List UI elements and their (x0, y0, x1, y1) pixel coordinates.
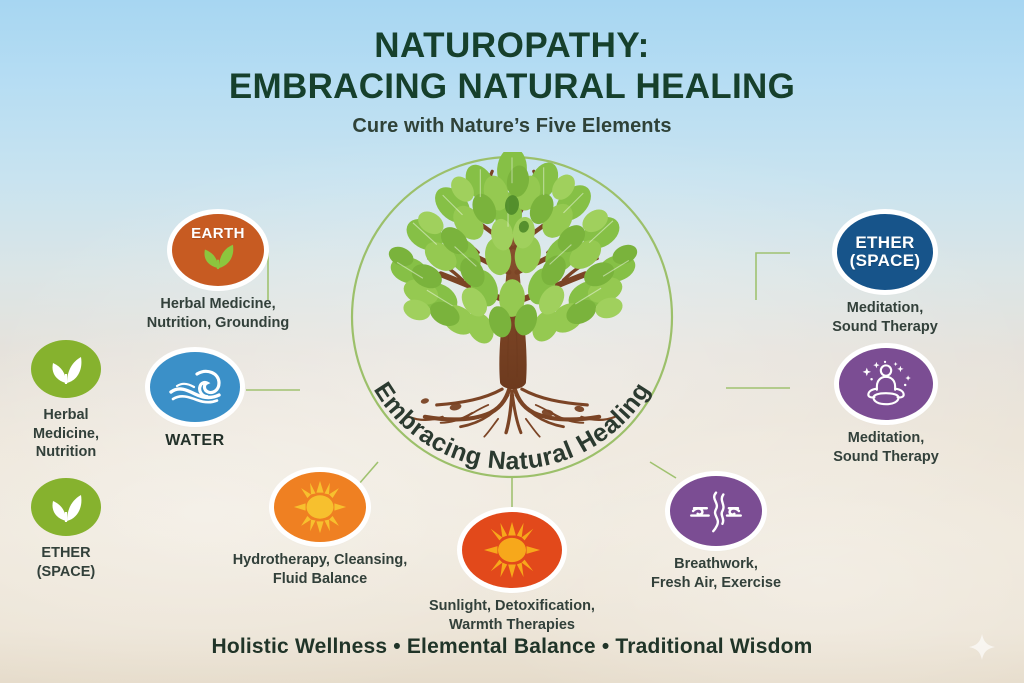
meditating-figure-icon (862, 360, 911, 406)
hydrotherapy-badge[interactable] (274, 472, 366, 542)
side-badge-ether[interactable]: ETHER (SPACE) (18, 478, 114, 581)
ether-badge-label: ETHER (SPACE) (36, 545, 96, 580)
herbal-badge-label: Herbal Medicine, Nutrition (32, 407, 100, 461)
ether-space-badge-label: ETHER (SPACE) (849, 232, 921, 270)
node-ether-space[interactable]: ETHER (SPACE) Meditation, Sound Therapy (770, 214, 1000, 336)
center-tree-stage: Embracing Natural Healing (292, 152, 732, 482)
arc-text-label: Embracing Natural Healing (368, 377, 655, 475)
arc-text: Embracing Natural Healing (368, 377, 656, 475)
side-badge-herbal[interactable]: Herbal Medicine, Nutrition (18, 340, 114, 462)
svg-text:Embracing Natural Healing: Embracing Natural Healing (368, 377, 656, 475)
herbal-badge-circle[interactable] (31, 340, 101, 398)
page-subtitle: Cure with Nature’s Five Elements (352, 115, 672, 138)
page-title-line-2: EMBRACING NATURAL HEALING (228, 67, 796, 107)
footer-tagline: Holistic Wellness • Elemental Balance • … (211, 635, 813, 658)
sunlight-badge[interactable] (462, 512, 562, 588)
meditation-badge[interactable] (839, 348, 933, 420)
two-leaves-icon (204, 245, 234, 270)
breathwork-caption: Breathwork, Fresh Air, Exercise (650, 556, 782, 591)
ether-space-badge[interactable]: ETHER (SPACE) (837, 214, 933, 290)
breathwork-badge[interactable] (670, 476, 762, 546)
meditation-caption: Meditation, Sound Therapy (833, 430, 939, 465)
leaf-canopy (388, 152, 638, 344)
water-label: WATER (165, 432, 225, 449)
water-badge[interactable] (150, 352, 240, 422)
node-meditation[interactable]: Meditation, Sound Therapy (780, 348, 992, 466)
ether-space-caption: Meditation, Sound Therapy (832, 300, 938, 335)
sun-icon (483, 521, 541, 579)
earth-badge[interactable]: EARTH (172, 214, 264, 286)
node-water[interactable]: WATER (140, 352, 250, 451)
two-leaves-icon (52, 357, 82, 384)
hydrotherapy-caption: Hydrotherapy, Cleansing, Fluid Balance (232, 552, 408, 587)
sun-icon (293, 480, 347, 534)
wave-icon (169, 369, 221, 404)
earth-caption: Herbal Medicine, Nutrition, Grounding (146, 296, 290, 331)
air-swirl-icon (690, 491, 742, 533)
two-leaves-icon (52, 495, 82, 522)
sunlight-caption: Sunlight, Detoxification, Warmth Therapi… (429, 598, 595, 633)
header: NATUROPATHY: EMBRACING NATURAL HEALING C… (0, 26, 1024, 138)
node-breathwork[interactable]: Breathwork, Fresh Air, Exercise (612, 476, 820, 592)
sparkle-icon (969, 634, 995, 660)
ether-badge-circle[interactable] (31, 478, 101, 536)
node-hydrotherapy[interactable]: Hydrotherapy, Cleansing, Fluid Balance (200, 472, 440, 588)
node-earth[interactable]: EARTH Herbal Medicine, Nutrition, Ground… (108, 214, 328, 332)
node-sunlight[interactable]: Sunlight, Detoxification, Warmth Therapi… (400, 512, 624, 634)
page-title-line-1: NATUROPATHY: (374, 26, 650, 65)
tree-of-life-icon (388, 152, 638, 438)
earth-badge-label: EARTH (191, 224, 245, 242)
